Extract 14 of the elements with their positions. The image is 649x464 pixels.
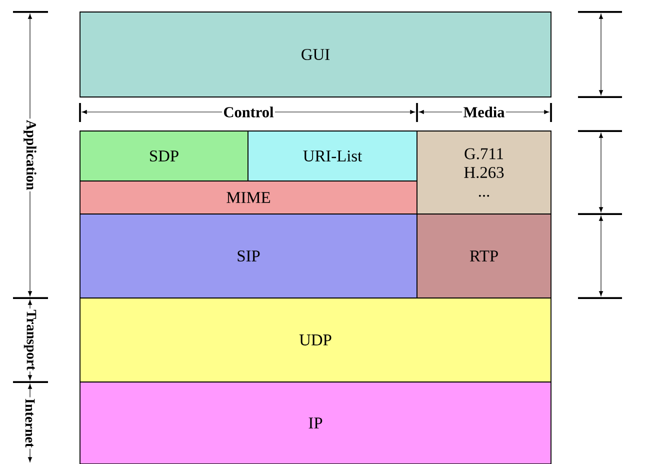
layer-box: IP [80, 382, 552, 464]
layer-label: Transport [22, 308, 38, 372]
layer-box: MIME [80, 180, 418, 214]
layer-box: SIP [80, 214, 418, 298]
group-label: Control [222, 105, 275, 119]
layer-box: GUI [80, 12, 552, 98]
layer-box: UDP [80, 298, 552, 382]
layer-box: RTP [416, 214, 552, 298]
layer-box: G.711 H.263 ... [416, 130, 552, 214]
layer-label: Internet [24, 397, 36, 449]
layer-box: SDP [80, 130, 248, 182]
layer-box: URI-List [248, 130, 418, 182]
group-label: Media [462, 105, 506, 119]
layer-label: Application [22, 118, 38, 192]
